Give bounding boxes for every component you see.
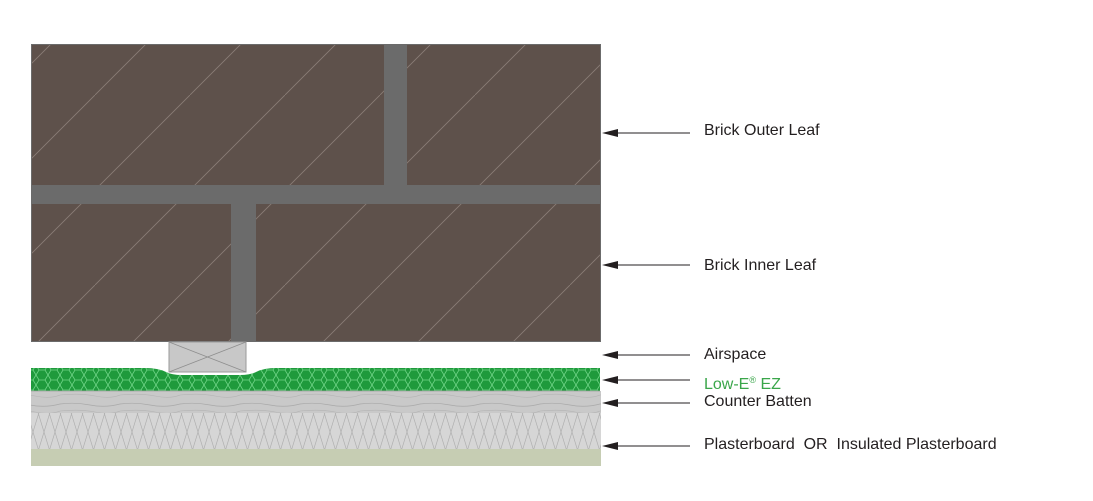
counter-batten-layer <box>31 390 601 413</box>
low-e-foil-layer <box>31 368 600 391</box>
brick-inner-2-hatch <box>256 204 600 341</box>
brick-outer-2-hatch <box>407 45 600 185</box>
arrow-brick-outer <box>602 129 690 137</box>
label-airspace: Airspace <box>704 346 767 363</box>
brick-inner-leaf <box>32 204 600 341</box>
arrow-counter-batten <box>602 399 690 407</box>
arrow-plasterboard <box>602 442 690 450</box>
plasterboard-layer <box>31 413 601 466</box>
airspace-batten <box>168 341 247 373</box>
label-low-e-suffix: EZ <box>756 376 781 393</box>
brick-inner-1-hatch <box>32 204 231 341</box>
brick-outer-leaf <box>32 45 600 185</box>
label-plasterboard: Plasterboard OR Insulated Plasterboard <box>704 436 997 453</box>
label-low-e-reg: ® <box>749 375 756 385</box>
label-brick-inner-leaf: Brick Inner Leaf <box>704 257 817 274</box>
label-low-e-main: Low-E <box>704 376 750 393</box>
label-brick-outer-leaf: Brick Outer Leaf <box>704 122 820 139</box>
arrow-airspace <box>602 351 690 359</box>
label-counter-batten: Counter Batten <box>704 393 812 410</box>
arrow-brick-inner <box>602 261 690 269</box>
leader-arrows <box>602 129 690 450</box>
brick-outer-1-hatch <box>32 45 384 185</box>
label-low-e-ez: Low-E® EZ <box>704 371 781 394</box>
arrow-low-e <box>602 376 690 384</box>
